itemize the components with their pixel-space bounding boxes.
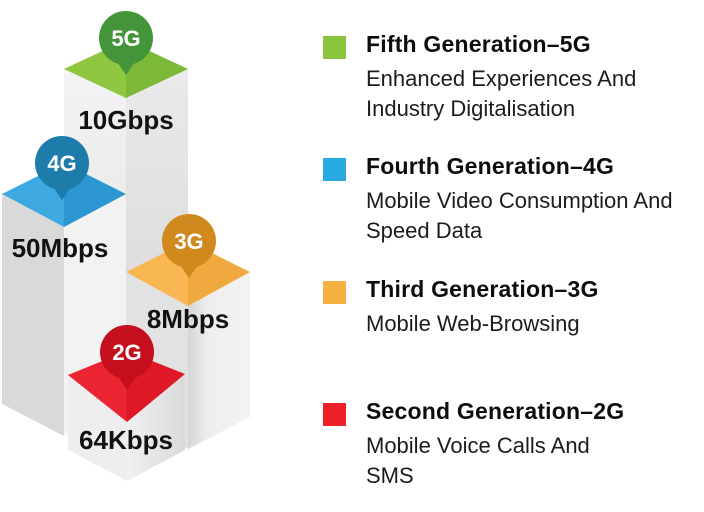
legend-text-5g: Fifth Generation–5G Enhanced Experiences… (366, 30, 636, 124)
legend-desc-5g-line2: Industry Digitalisation (366, 96, 576, 121)
pin-2g: 2G (100, 325, 154, 390)
isometric-pillar-chart: 5G 4G 3G 2G 10Gbps 50Mbps 8Mbps 64Kbps (2, 11, 250, 481)
pillar-4g-left-face (2, 194, 64, 436)
speed-label-4g: 50Mbps (12, 233, 109, 263)
legend: Fifth Generation–5G Enhanced Experiences… (323, 0, 704, 507)
legend-desc-3g: Mobile Web-Browsing (366, 309, 599, 339)
legend-entry-5g: Fifth Generation–5G Enhanced Experiences… (323, 30, 704, 124)
legend-desc-2g-line2: SMS (366, 463, 414, 488)
speed-label-3g: 8Mbps (147, 304, 229, 334)
pin-5g-circle (99, 11, 153, 65)
legend-swatch-2g (323, 403, 346, 426)
pin-3g-label: 3G (174, 229, 203, 254)
pillar-3g-right-face (188, 272, 250, 449)
pin-2g-circle (100, 325, 154, 379)
legend-desc-4g-line2: Speed Data (366, 218, 483, 243)
legend-desc-4g-line1: Mobile Video Consumption And (366, 188, 673, 213)
legend-text-3g: Third Generation–3G Mobile Web-Browsing (366, 275, 599, 339)
legend-desc-2g: Mobile Voice Calls And SMS (366, 431, 624, 491)
speed-label-2g: 64Kbps (79, 425, 173, 455)
legend-desc-5g-line1: Enhanced Experiences And (366, 66, 637, 91)
legend-entry-3g: Third Generation–3G Mobile Web-Browsing (323, 275, 704, 339)
legend-text-2g: Second Generation–2G Mobile Voice Calls … (366, 397, 624, 491)
legend-desc-5g: Enhanced Experiences And Industry Digita… (366, 64, 636, 124)
pin-5g: 5G (99, 11, 153, 75)
legend-desc-2g-line1: Mobile Voice Calls And (366, 433, 590, 458)
legend-swatch-4g (323, 158, 346, 181)
pin-4g-circle (35, 136, 89, 190)
pin-3g-circle (162, 214, 216, 268)
legend-desc-4g: Mobile Video Consumption And Speed Data (366, 186, 673, 246)
pillar-2g-right-face (127, 374, 185, 481)
legend-title-3g: Third Generation–3G (366, 276, 599, 302)
legend-entry-4g: Fourth Generation–4G Mobile Video Consum… (323, 152, 704, 246)
legend-title-2g: Second Generation–2G (366, 398, 625, 424)
legend-title-5g: Fifth Generation–5G (366, 31, 591, 57)
pin-5g-label: 5G (111, 26, 140, 51)
legend-swatch-3g (323, 281, 346, 304)
pin-4g-label: 4G (47, 151, 76, 176)
pin-2g-label: 2G (112, 340, 141, 365)
legend-entry-2g: Second Generation–2G Mobile Voice Calls … (323, 397, 704, 491)
legend-swatch-5g (323, 36, 346, 59)
pin-4g: 4G (35, 136, 89, 200)
legend-desc-3g-line1: Mobile Web-Browsing (366, 311, 580, 336)
legend-text-4g: Fourth Generation–4G Mobile Video Consum… (366, 152, 673, 246)
legend-title-4g: Fourth Generation–4G (366, 153, 615, 179)
pin-3g: 3G (162, 214, 216, 278)
speed-label-5g: 10Gbps (78, 105, 173, 135)
pillar-2g-left-face (68, 375, 127, 481)
